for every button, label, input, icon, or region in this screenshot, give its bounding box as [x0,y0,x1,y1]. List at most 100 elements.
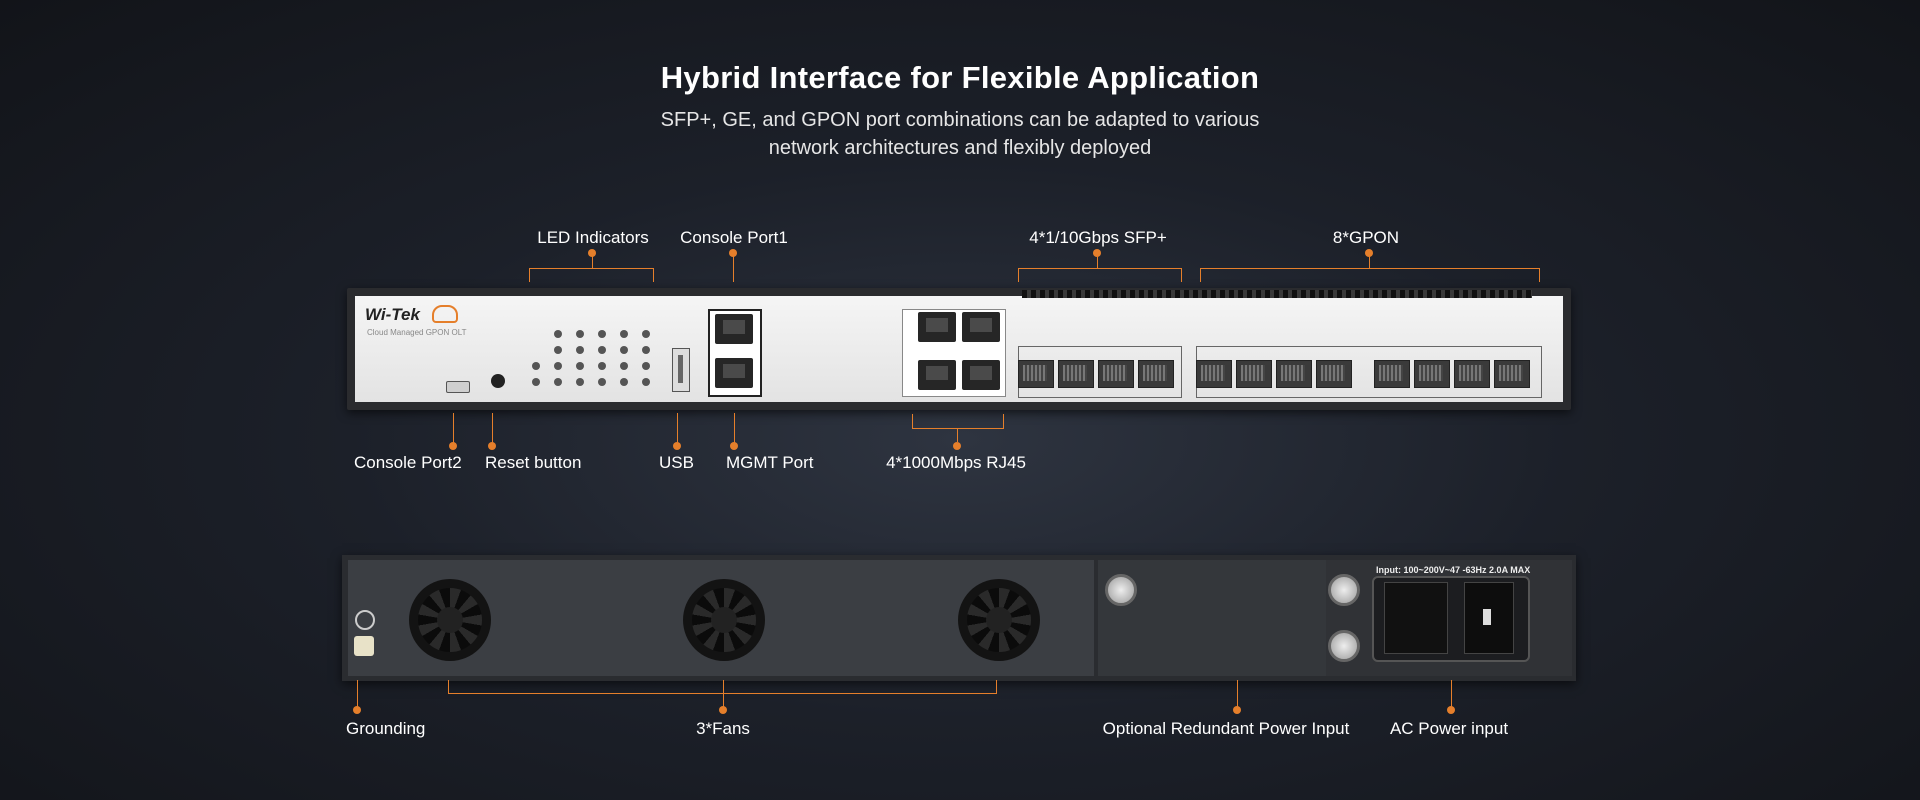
page-subtitle: SFP+, GE, and GPON port combinations can… [560,106,1360,162]
led [642,378,650,386]
led [554,346,562,354]
subtitle-line-2: network architectures and flexibly deplo… [768,137,1152,159]
rj45-port-1 [918,312,956,342]
leader-led [592,254,593,268]
sfp-plus-port [1018,360,1054,388]
dot-mgmt [730,442,738,450]
leader-fans [723,680,724,708]
leader-sfp [1097,254,1098,268]
rj45-port-3 [918,360,956,390]
led [620,346,628,354]
led [598,346,606,354]
led [576,378,584,386]
dot-gpon [1365,249,1373,257]
gpon-port [1414,360,1450,388]
ac-power-socket [1384,582,1448,654]
page-title: Hybrid Interface for Flexible Applicatio… [660,60,1260,95]
fan-2 [683,579,765,661]
led [532,362,540,370]
leader-ac [1451,680,1452,708]
dot-redundant [1233,706,1241,714]
console-port1-jack [715,314,753,344]
mgmt-port-jack [715,358,753,388]
label-grounding: Grounding [346,719,426,738]
led [620,378,628,386]
sfp-plus-port [1098,360,1134,388]
fan-3 [958,579,1040,661]
usb-port [672,348,690,392]
dot-ac [1447,706,1455,714]
redundant-power-knob [1105,574,1137,606]
bracket-gpon [1200,268,1540,269]
gpon-port [1196,360,1232,388]
bracket-led-left [529,268,530,282]
leader-grounding [357,680,358,708]
fan-1 [409,579,491,661]
led [576,330,584,338]
led [554,362,562,370]
dot-fans [719,706,727,714]
gpon-port [1494,360,1530,388]
bracket-rj45-right [1003,414,1004,428]
dot-rj45 [953,442,961,450]
label-reset-button: Reset button [485,453,582,472]
bracket-fans-left [448,680,449,693]
bracket-sfp [1018,268,1182,269]
led [642,330,650,338]
ground-symbol-icon [355,610,375,630]
dot-console2 [449,442,457,450]
led [532,378,540,386]
led [620,330,628,338]
bracket-led-right [653,268,654,282]
label-console-port1: Console Port1 [680,228,788,247]
led [554,378,562,386]
model-name: Cloud Managed GPON OLT [367,328,467,337]
label-fans: 3*Fans [696,719,750,738]
brand-logo: Wi-Tek [365,305,420,324]
gpon-port [1454,360,1490,388]
leader-rj45 [957,428,958,442]
label-sfp-plus: 4*1/10Gbps SFP+ [1029,228,1167,247]
bracket-fans-right [996,680,997,693]
gpon-port [1316,360,1352,388]
label-led-indicators: LED Indicators [537,228,649,247]
label-console-port2: Console Port2 [354,453,462,472]
dot-led [588,249,596,257]
rj45-port-2 [962,312,1000,342]
grounding-terminal [354,636,374,656]
leader-console2 [453,413,454,443]
leader-reset [492,413,493,443]
led [642,362,650,370]
led [598,362,606,370]
bracket-led [529,268,654,269]
led-grid [530,328,654,390]
leader-console1 [733,254,734,282]
console-port2-connector [446,381,470,393]
led [620,362,628,370]
gpon-port [1374,360,1410,388]
dot-console1 [729,249,737,257]
rj45-port-4 [962,360,1000,390]
dot-reset [488,442,496,450]
led [576,346,584,354]
bracket-gpon-right [1539,268,1540,282]
leader-gpon [1369,254,1370,268]
bracket-rj45 [912,428,1004,429]
leader-mgmt [734,413,735,443]
sfp-plus-port [1058,360,1094,388]
reset-button-hole [491,374,505,388]
dot-usb [673,442,681,450]
label-rj45: 4*1000Mbps RJ45 [886,453,1026,472]
rear-redundant-power-section [1098,560,1326,676]
bracket-gpon-left [1200,268,1201,282]
bracket-rj45-left [912,414,913,428]
led [598,330,606,338]
subtitle-line-1: SFP+, GE, and GPON port combinations can… [660,109,1260,131]
leader-usb [677,413,678,443]
cloud-icon [432,305,458,323]
label-usb: USB [659,453,694,472]
power-switch [1464,582,1514,654]
bracket-sfp-left [1018,268,1019,282]
led [576,362,584,370]
ac-rating-text: Input: 100~200V~47 -63Hz 2.0A MAX [1376,565,1531,575]
